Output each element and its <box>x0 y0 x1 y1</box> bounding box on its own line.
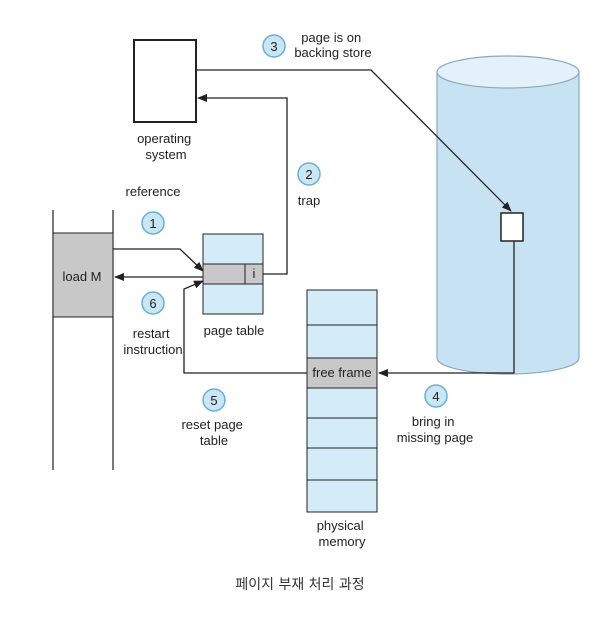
svg-text:3: 3 <box>270 39 277 54</box>
restart-instruction-label: restart instruction <box>123 326 182 357</box>
disk-page <box>500 212 524 242</box>
backing-store-label: page is on backing store <box>294 30 371 60</box>
page-table-label: page table <box>204 323 265 338</box>
load-m-label: load M <box>62 269 101 284</box>
step-1-marker: 1 <box>141 211 165 235</box>
process-memory <box>52 210 114 470</box>
svg-text:4: 4 <box>432 389 439 404</box>
step-6-marker: 6 <box>141 291 165 315</box>
step-2-marker: 2 <box>297 162 321 186</box>
reset-page-table-label: reset page table <box>181 417 246 448</box>
operating-system-label: operating system <box>137 131 195 162</box>
reference-label: reference <box>126 184 181 199</box>
bring-in-arrow <box>378 241 515 377</box>
step-3-marker: 3 <box>262 34 286 58</box>
physical-memory <box>306 289 378 513</box>
page-table <box>202 233 264 315</box>
step-4-marker: 4 <box>424 384 448 408</box>
free-frame-label: free frame <box>312 365 371 380</box>
trap-arrow <box>197 94 288 275</box>
load-m-instruction <box>52 232 114 318</box>
trap-label: trap <box>298 193 320 208</box>
svg-text:6: 6 <box>149 296 156 311</box>
free-frame <box>306 357 378 389</box>
svg-text:1: 1 <box>149 216 156 231</box>
svg-text:5: 5 <box>210 393 217 408</box>
backing-store-arrow <box>196 69 512 212</box>
reset-page-table-arrow <box>183 280 307 374</box>
physical-memory-label: physical memory <box>317 518 368 549</box>
reference-arrow <box>113 248 204 272</box>
invalid-bit-label: i <box>253 266 256 281</box>
bring-in-label: bring in missing page <box>397 414 474 445</box>
step-5-marker: 5 <box>202 388 226 412</box>
operating-system-box <box>133 39 197 123</box>
figure-caption: 페이지 부재 처리 과정 <box>235 577 365 593</box>
svg-text:2: 2 <box>305 167 312 182</box>
